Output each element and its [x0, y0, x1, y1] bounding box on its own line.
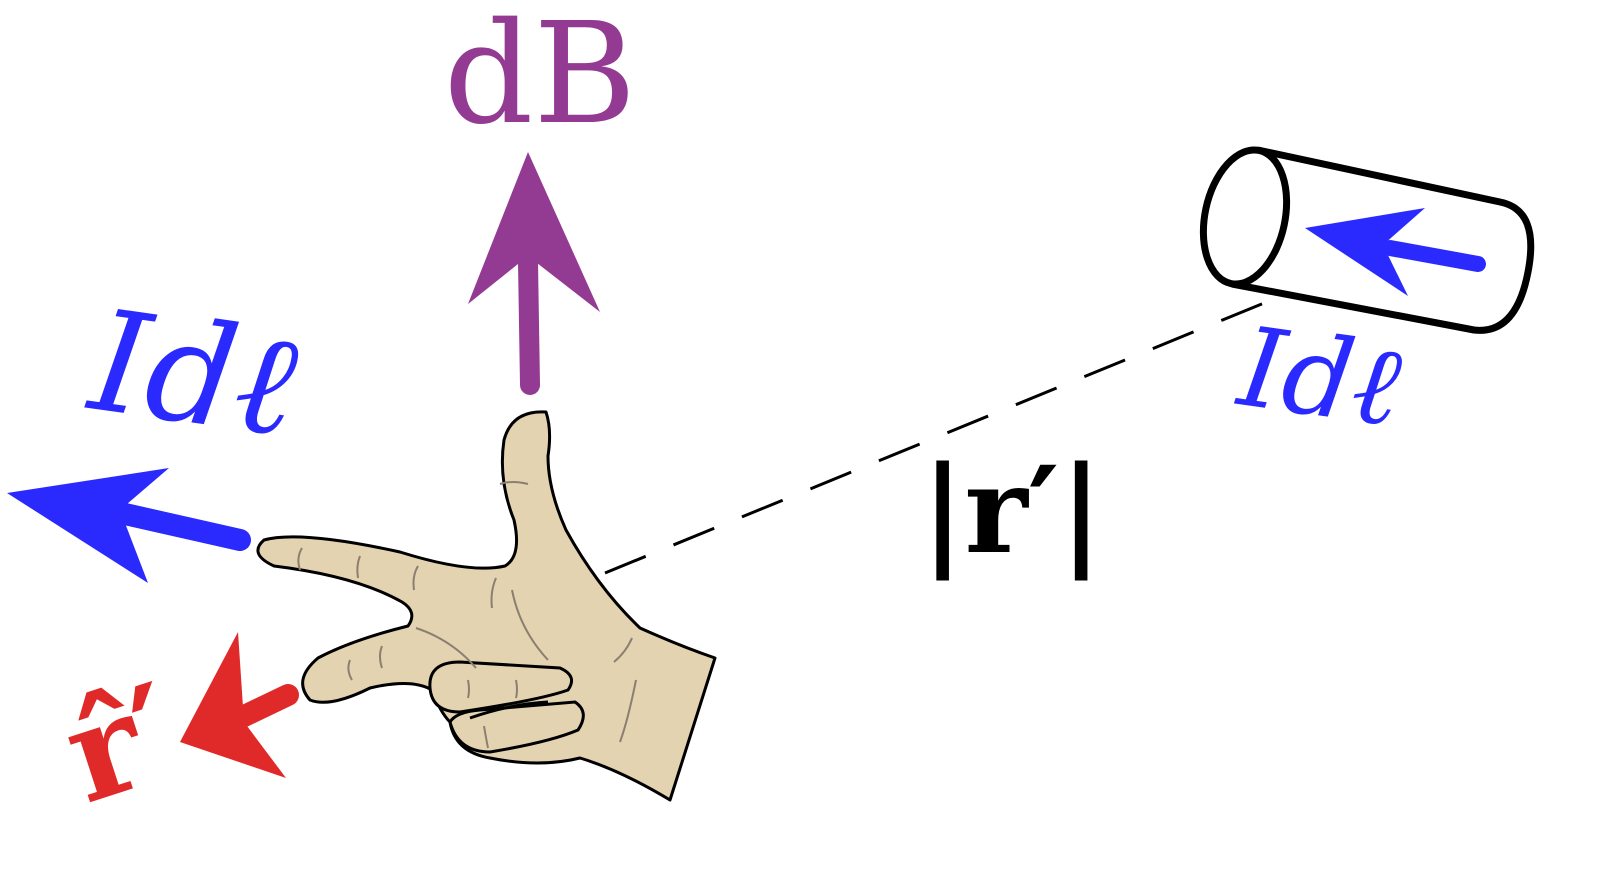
- db-label: dB: [444, 0, 637, 156]
- current-element-label-left: Idℓ: [79, 279, 306, 469]
- unit-vector-label: r̂′: [48, 654, 195, 834]
- current-element-arrow-right: [1305, 208, 1486, 296]
- current-element-arrow-left: [7, 468, 251, 583]
- separation-line: [604, 274, 1331, 575]
- current-element-label-right: Idℓ: [1230, 302, 1408, 451]
- right-hand-rule-icon: [256, 410, 717, 802]
- distance-label: |r′|: [921, 440, 1103, 581]
- unit-vector-arrow: [180, 632, 299, 778]
- db-arrow: [468, 152, 600, 395]
